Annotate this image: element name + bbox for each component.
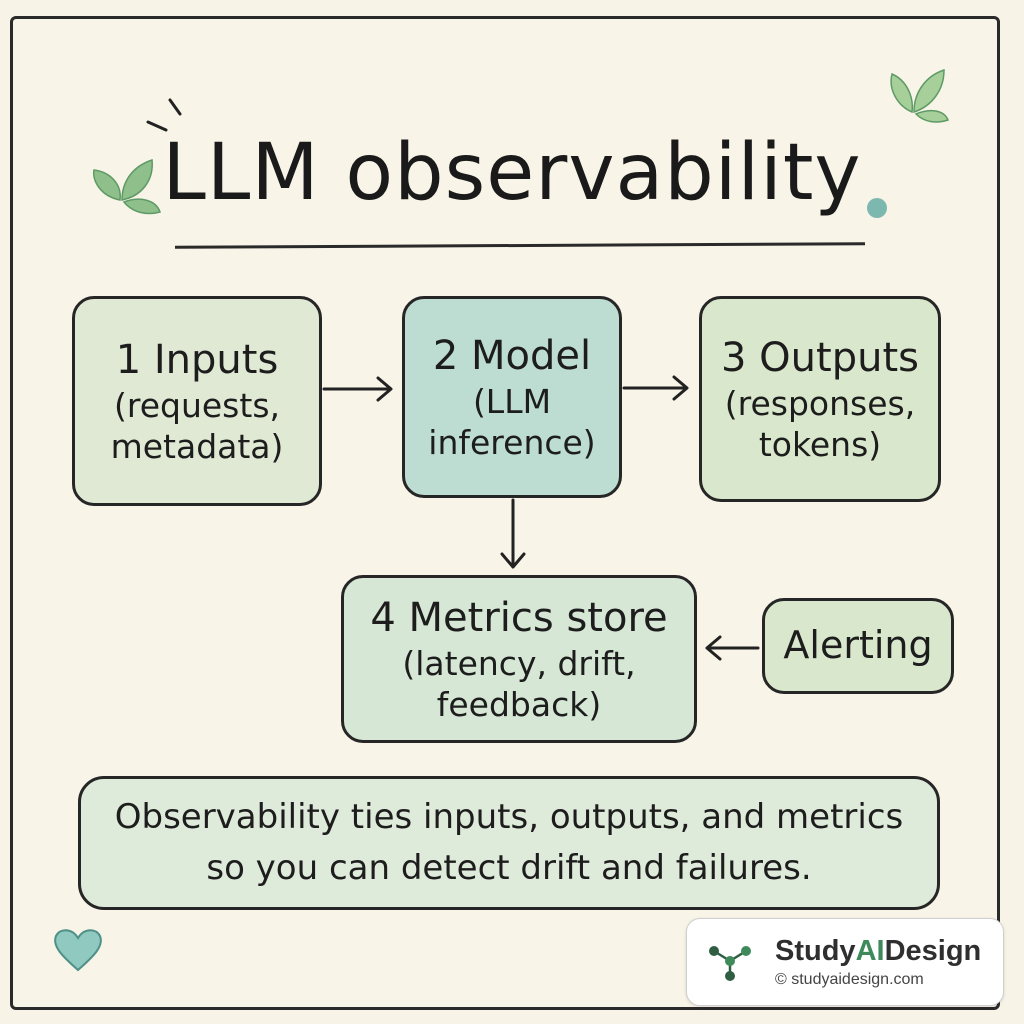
- page-title: LLM observability: [162, 128, 862, 218]
- metrics-heading: 4 Metrics store: [370, 594, 668, 641]
- brand-badge[interactable]: StudyAIDesign © studyaidesign.com: [686, 918, 1004, 1006]
- leaf-icon: [890, 68, 949, 123]
- summary-line-2: so you can detect drift and failures.: [206, 848, 812, 888]
- inputs-box: 1 Inputs (requests, metadata): [72, 296, 322, 506]
- metrics-detail-line-1: (latency, drift,: [402, 643, 636, 683]
- brand-name-accent: AI: [855, 935, 885, 967]
- summary-box: Observability ties inputs, outputs, and …: [78, 776, 940, 910]
- alerting-heading: Alerting: [783, 623, 933, 668]
- arrow-alerting-to-metrics: [705, 635, 760, 661]
- metrics-detail-line-2: feedback): [436, 685, 602, 724]
- outputs-detail-line-1: (responses,: [724, 383, 916, 423]
- alerting-box: Alerting: [762, 598, 954, 694]
- model-detail-line-1: (LLM: [472, 381, 552, 421]
- inputs-heading: 1 Inputs: [115, 336, 279, 383]
- leaf-icon: [92, 158, 161, 215]
- heart-icon: [54, 929, 102, 972]
- dot-icon: [867, 198, 887, 218]
- metrics-store-box: 4 Metrics store (latency, drift, feedbac…: [341, 575, 697, 743]
- inputs-detail-line-1: (requests,: [114, 385, 280, 425]
- inputs-detail-line-2: metadata): [110, 427, 284, 466]
- arrow-inputs-to-model: [322, 376, 393, 402]
- model-detail-line-2: inference): [428, 423, 596, 462]
- brand-name: StudyAIDesign: [775, 935, 981, 968]
- summary-line-1: Observability ties inputs, outputs, and …: [114, 797, 904, 837]
- arrow-model-to-metrics: [500, 498, 526, 569]
- model-box: 2 Model (LLM inference): [402, 296, 622, 498]
- sparkle-icon: [146, 98, 182, 132]
- brand-url: © studyaidesign.com: [775, 971, 924, 988]
- brand-name-end: Design: [884, 935, 982, 967]
- outputs-box: 3 Outputs (responses, tokens): [699, 296, 941, 502]
- outputs-detail-line-2: tokens): [758, 425, 882, 464]
- brand-name-start: Study: [775, 935, 856, 967]
- arrow-model-to-outputs: [622, 375, 689, 401]
- model-heading: 2 Model: [432, 332, 592, 379]
- network-logo-icon: [709, 946, 751, 981]
- outputs-heading: 3 Outputs: [721, 334, 919, 381]
